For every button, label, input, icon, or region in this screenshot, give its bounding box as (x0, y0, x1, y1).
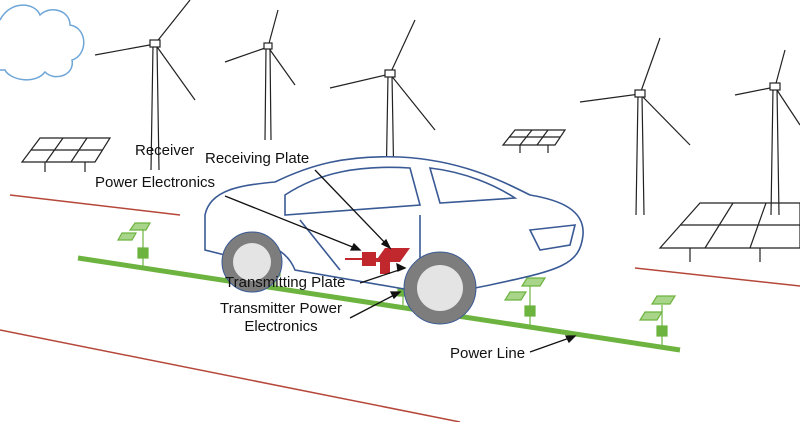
charging-post (503, 277, 547, 325)
wind-turbine (579, 37, 691, 216)
solar-panel (658, 202, 800, 262)
wind-turbine (94, 0, 196, 171)
label-line: Transmitter Power (220, 300, 342, 317)
charging-post (638, 295, 677, 345)
wind-turbine (224, 9, 296, 141)
label-power-line: Power Line (450, 345, 526, 362)
receiver-coil (380, 262, 390, 274)
arrow-transmitter-electronics (349, 291, 401, 319)
solar-panel (501, 129, 567, 153)
receiving-plate (375, 248, 410, 262)
wind-turbine (734, 49, 800, 216)
road-edge-far-left (9, 194, 181, 216)
power-line (77, 255, 681, 353)
label-line: Electronics (244, 318, 318, 335)
charging-post (116, 222, 152, 266)
car-wheel (221, 231, 283, 293)
road-edge-near (0, 329, 461, 422)
arrow-receiving-plate (314, 169, 391, 249)
car-wheel (403, 251, 477, 325)
road-edge-far-right (634, 267, 800, 287)
label-receiver-line-2: Power Electronics (95, 174, 216, 191)
label-receiver-line-1: Receiver (135, 142, 195, 159)
label-transmitting-plate: Transmitting Plate (225, 274, 346, 291)
cloud-icon (0, 4, 85, 81)
label-receiving-plate: Receiving Plate (205, 150, 310, 167)
solar-panel (20, 137, 112, 172)
label-transmitter-power-electronics: Transmitter Power Electronics (220, 300, 342, 336)
arrow-receiver-electronics (224, 195, 361, 251)
